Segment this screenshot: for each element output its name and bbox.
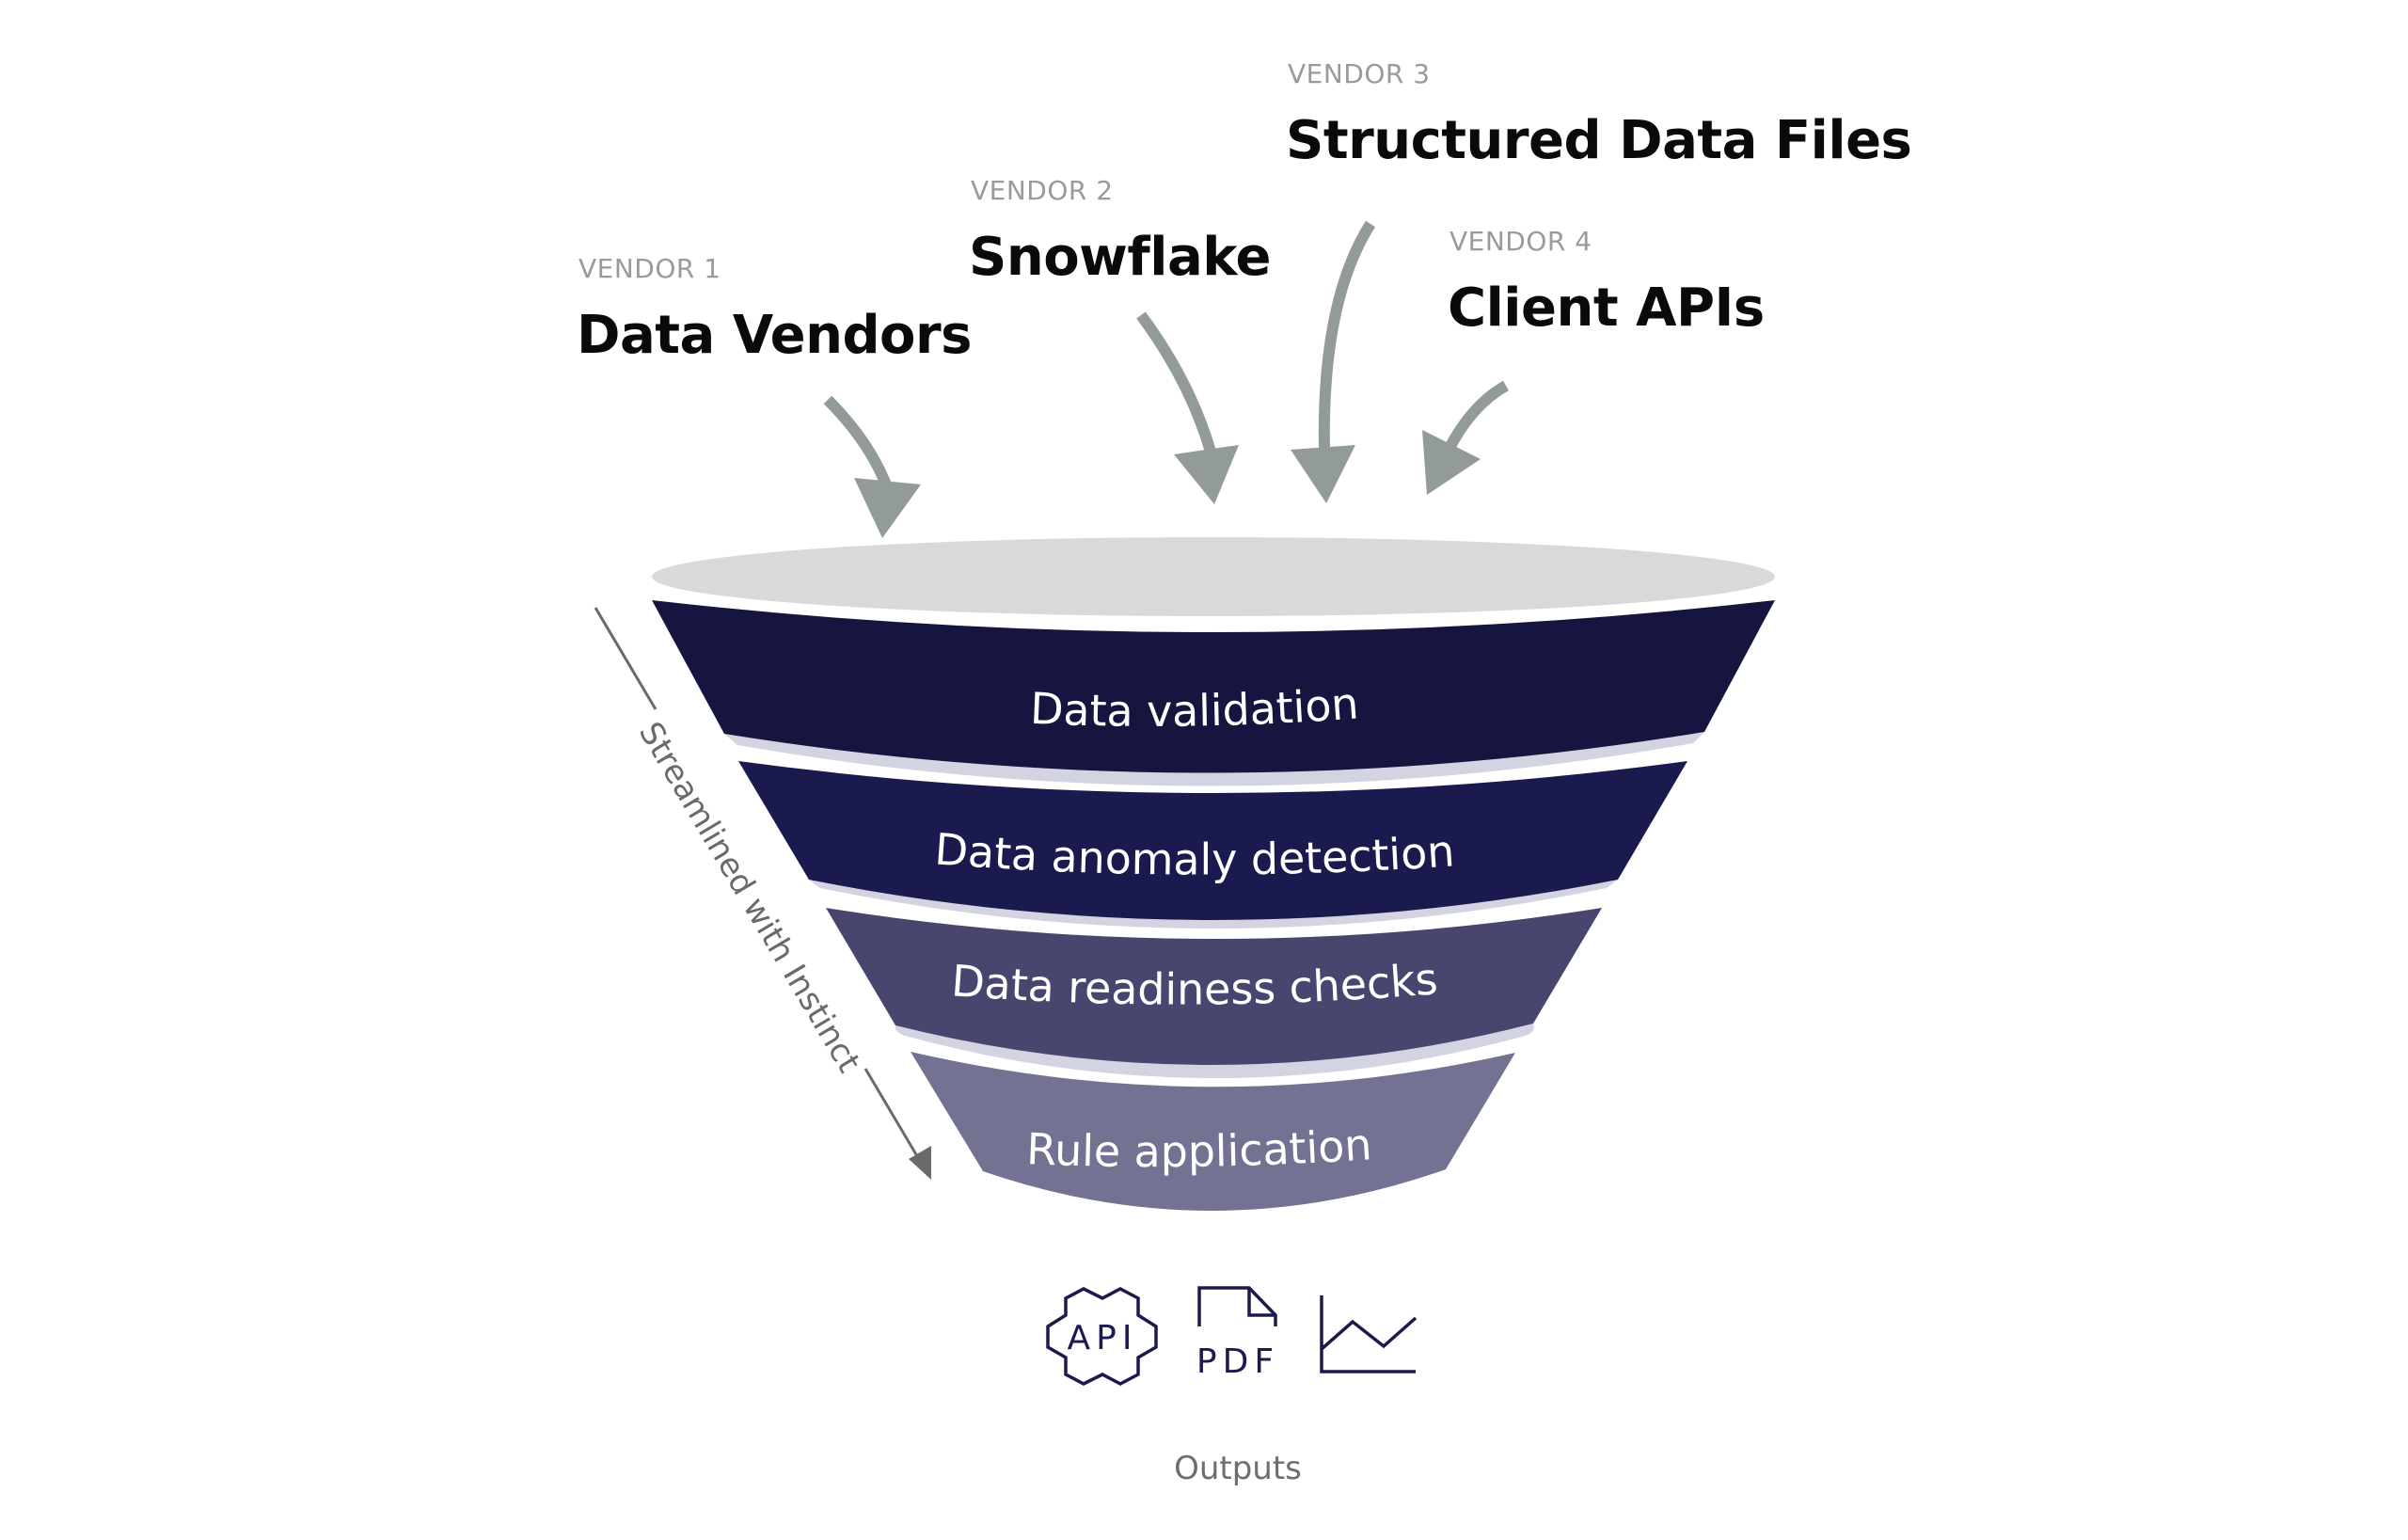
funnel-stage-4-label: Rule application xyxy=(1025,1119,1373,1177)
outputs-label: Outputs xyxy=(1174,1450,1302,1487)
pdf-icon: PDF xyxy=(1196,1286,1279,1381)
band-1-shadow xyxy=(724,732,1704,786)
api-icon: API xyxy=(1046,1287,1158,1386)
outputs: API PDF Outputs xyxy=(1046,1286,1418,1487)
vendor-4-name: Client APIs xyxy=(1448,278,1765,339)
band-2-shadow xyxy=(809,880,1618,929)
vendor-1-tag: VENDOR 1 xyxy=(578,253,721,284)
side-arrow-line xyxy=(863,1068,922,1162)
funnel-stage-1 xyxy=(652,600,1775,773)
vendor-4-tag: VENDOR 4 xyxy=(1450,226,1592,257)
down-arrow-icon xyxy=(909,1146,931,1180)
vendor-2-tag: VENDOR 2 xyxy=(971,175,1114,206)
band-3-shadow xyxy=(895,1024,1534,1078)
arrow-vendor-2 xyxy=(1136,311,1239,504)
vendor-2-name: Snowflake xyxy=(969,227,1271,288)
funnel-stage-4 xyxy=(911,1052,1515,1212)
vendor-3-name: Structured Data Files xyxy=(1286,110,1911,171)
funnel-rim xyxy=(652,537,1775,616)
side-line xyxy=(594,607,657,710)
funnel-stage-3 xyxy=(826,908,1602,1066)
funnel-stage-1-label: Data validation xyxy=(1029,677,1360,737)
input-arrows xyxy=(823,220,1510,538)
api-icon-text: API xyxy=(1068,1319,1138,1357)
vendor-2: VENDOR 2 Snowflake xyxy=(969,175,1271,288)
arrow-vendor-4 xyxy=(1422,380,1510,495)
pdf-icon-text: PDF xyxy=(1196,1342,1279,1381)
vendor-3-tag: VENDOR 3 xyxy=(1288,58,1431,89)
vendor-1: VENDOR 1 Data Vendors xyxy=(577,253,972,366)
vendor-3: VENDOR 3 Structured Data Files xyxy=(1286,58,1912,171)
arrow-vendor-1 xyxy=(823,395,921,538)
vendor-1-name: Data Vendors xyxy=(577,305,972,366)
funnel-stage-2 xyxy=(738,761,1687,920)
line-chart-icon xyxy=(1320,1295,1418,1373)
arrow-vendor-3 xyxy=(1291,220,1376,503)
vendor-4: VENDOR 4 Client APIs xyxy=(1448,226,1765,339)
